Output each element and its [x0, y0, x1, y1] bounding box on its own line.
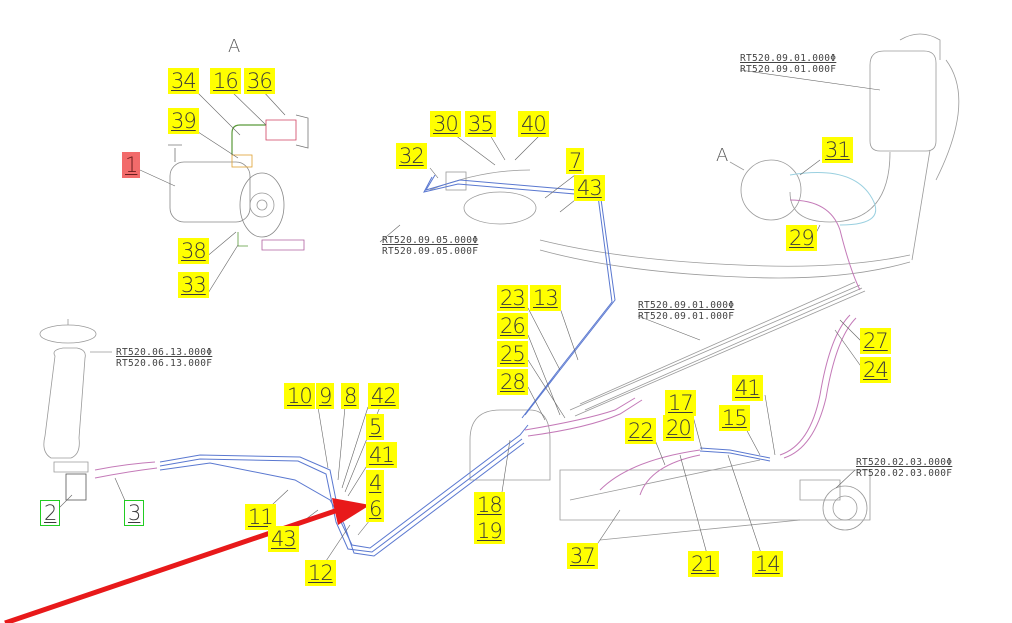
callout-40[interactable]: 40 [518, 111, 549, 137]
callout-35[interactable]: 35 [465, 111, 496, 137]
callout-7[interactable]: 7 [566, 148, 585, 174]
callout-11[interactable]: 11 [245, 504, 276, 530]
callout-13[interactable]: 13 [530, 285, 561, 311]
callout-33[interactable]: 33 [178, 272, 209, 298]
callout-43-valve[interactable]: 43 [574, 175, 605, 201]
callout-42[interactable]: 42 [368, 383, 399, 409]
steel-pipes [159, 174, 771, 557]
callout-3[interactable]: 3 [124, 500, 145, 526]
callout-41-axle[interactable]: 41 [732, 375, 763, 401]
callout-22[interactable]: 22 [625, 418, 656, 444]
valve-block [429, 169, 537, 225]
callout-17[interactable]: 17 [665, 390, 696, 416]
callout-36[interactable]: 36 [244, 68, 275, 94]
callout-23[interactable]: 23 [497, 285, 528, 311]
callout-34[interactable]: 34 [168, 68, 199, 94]
callout-41-column[interactable]: 41 [366, 442, 397, 468]
axle-assembly [469, 409, 871, 541]
frame-pipe-bundle [569, 281, 866, 417]
suction-line [789, 172, 877, 226]
callout-37[interactable]: 37 [567, 543, 598, 569]
callout-2[interactable]: 2 [40, 500, 61, 526]
callout-9[interactable]: 9 [316, 383, 335, 409]
callout-18[interactable]: 18 [474, 492, 505, 518]
callout-25[interactable]: 25 [497, 341, 528, 367]
callout-29[interactable]: 29 [786, 225, 817, 251]
callout-21[interactable]: 21 [688, 551, 719, 577]
pump-detail [168, 114, 309, 251]
callout-4[interactable]: 4 [366, 470, 385, 496]
callout-20[interactable]: 20 [663, 415, 694, 441]
callout-10[interactable]: 10 [284, 383, 315, 409]
callout-14[interactable]: 14 [752, 551, 783, 577]
callout-16[interactable]: 16 [210, 68, 241, 94]
steering-column [39, 319, 97, 501]
callout-5[interactable]: 5 [366, 414, 385, 440]
callout-1[interactable]: 1 [122, 152, 141, 178]
callout-32[interactable]: 32 [396, 143, 427, 169]
callout-27[interactable]: 27 [860, 328, 891, 354]
callout-19[interactable]: 19 [474, 518, 505, 544]
callout-28[interactable]: 28 [497, 369, 528, 395]
callout-39[interactable]: 39 [168, 108, 199, 134]
callout-31[interactable]: 31 [822, 137, 853, 163]
callout-43-pipe[interactable]: 43 [268, 526, 299, 552]
callout-30[interactable]: 30 [430, 111, 461, 137]
hydraulic-tank [789, 33, 960, 261]
callout-8[interactable]: 8 [341, 383, 360, 409]
callout-12[interactable]: 12 [305, 560, 336, 586]
detail-circle-a [740, 159, 802, 221]
callout-38[interactable]: 38 [178, 238, 209, 264]
callout-6[interactable]: 6 [366, 496, 385, 522]
view-label-a-top: A [228, 36, 241, 57]
view-label-a-detail: A [716, 145, 729, 166]
callout-24[interactable]: 24 [860, 357, 891, 383]
callout-26[interactable]: 26 [497, 313, 528, 339]
callout-15[interactable]: 15 [719, 405, 750, 431]
rubber-hoses [94, 199, 861, 496]
